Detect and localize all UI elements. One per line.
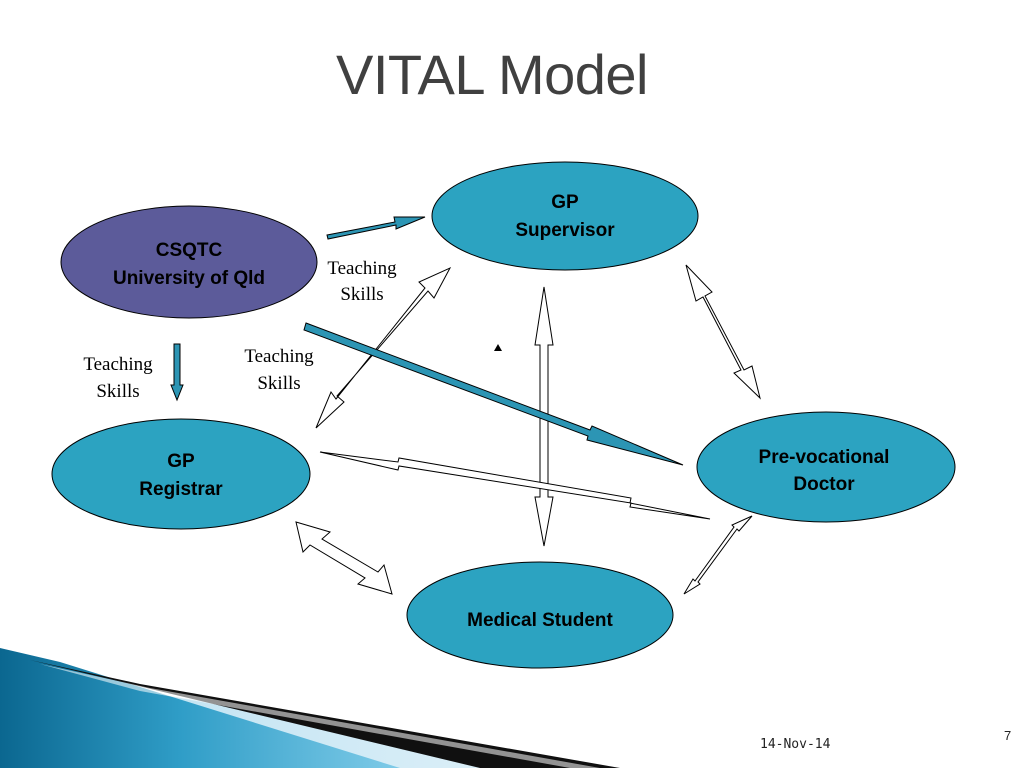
annotation-teaching-skills-middle: Teaching Skills [244,346,314,394]
page-number: 7 [1004,728,1012,743]
double-arrow-registrar-prevocational [319,451,711,520]
footer-date: 14-Nov-14 [760,737,831,752]
node-prevocational-line1: Pre-vocational [759,447,890,468]
node-prevocational-line2: Doctor [793,474,855,495]
node-medical-student-label: Medical Student [467,610,613,631]
node-medical-student: Medical Student [406,561,674,669]
node-gp-supervisor: GP Supervisor [431,161,699,271]
teaching-arrow-csqtc-registrar [170,343,184,402]
annotation-teaching-skills-top: Teaching Skills [327,258,397,305]
pointer-mark-2 [494,344,502,351]
teaching-arrow-csqtc-supervisor [326,216,426,240]
double-arrow-supervisor-registrar [315,266,452,429]
node-gp-registrar: GP Registrar [51,418,311,530]
annotation-left-line2: Skills [96,381,139,402]
annotation-top-line1: Teaching [327,258,397,279]
double-arrow-supervisor-prevocational [685,264,761,400]
node-csqtc: CSQTC University of Qld [60,205,318,319]
double-arrow-registrar-student [295,521,393,595]
annotation-middle-line1: Teaching [244,346,314,367]
annotation-teaching-skills-left: Teaching Skills [83,354,153,402]
node-csqtc-line1: CSQTC [156,240,223,261]
node-gp-supervisor-line1: GP [551,192,579,213]
slide-title: VITAL Model [336,43,648,106]
annotation-middle-line2: Skills [257,373,300,394]
teaching-arrow-csqtc-prevocational [303,322,684,466]
annotation-left-line1: Teaching [83,354,153,375]
double-arrow-prevocational-student [683,515,753,595]
node-prevocational-doctor: Pre-vocational Doctor [696,411,956,523]
node-gp-registrar-line1: GP [167,451,195,472]
annotation-top-line2: Skills [340,284,383,305]
node-gp-supervisor-line2: Supervisor [515,220,615,241]
node-gp-registrar-line2: Registrar [139,479,223,500]
node-csqtc-line2: University of Qld [113,268,265,289]
